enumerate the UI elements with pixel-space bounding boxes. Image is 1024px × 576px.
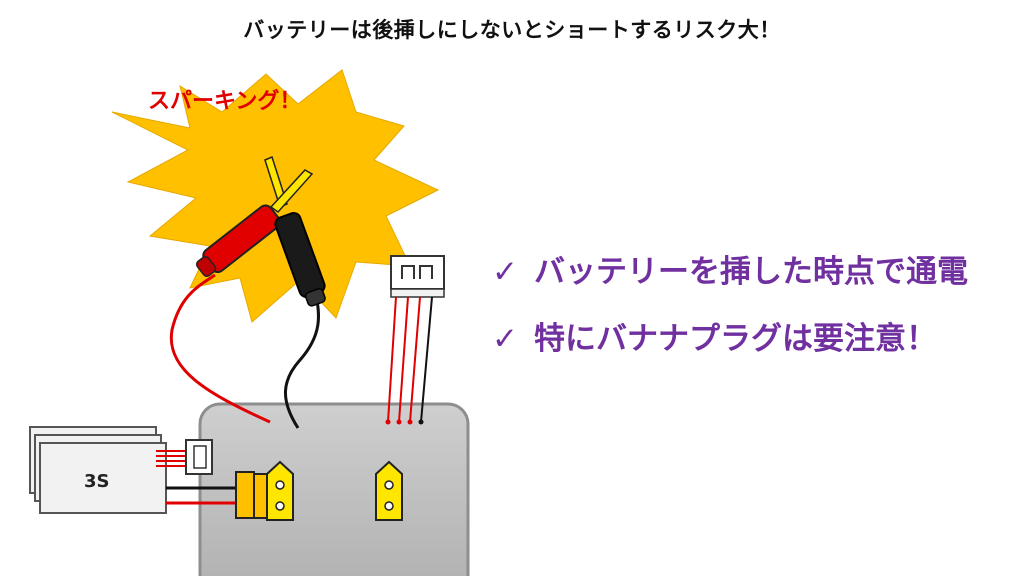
black-probe <box>274 212 326 307</box>
power-pad-right <box>375 460 403 521</box>
red-probe <box>195 204 281 278</box>
check-icon: ✓ <box>492 321 518 357</box>
spark-label: スパーキング！ <box>148 88 301 114</box>
battery-balance-connector <box>156 439 213 475</box>
battery-label: 3S <box>84 471 110 492</box>
jst-connector <box>385 255 445 425</box>
black-lead-wire <box>284 294 321 429</box>
spark-burst-shape <box>111 69 440 323</box>
probe-tip-right <box>269 169 314 214</box>
bullet-text-1: バッテリーを挿した時点で通電 <box>534 254 968 290</box>
page-title: バッテリーは後挿しにしないとショートするリスク大！ <box>243 18 781 42</box>
bullet-item-2: ✓ 特にバナナプラグは要注意！ <box>492 313 937 358</box>
bullet-item-1: ✓ バッテリーを挿した時点で通電 <box>492 246 968 291</box>
red-lead-wire <box>169 273 271 424</box>
check-icon: ✓ <box>492 254 518 290</box>
bullet-text-2: 特にバナナプラグは要注意！ <box>534 321 937 357</box>
main-board <box>198 402 470 576</box>
battery-pack: 3S <box>29 426 167 514</box>
power-pad-left <box>266 460 294 521</box>
